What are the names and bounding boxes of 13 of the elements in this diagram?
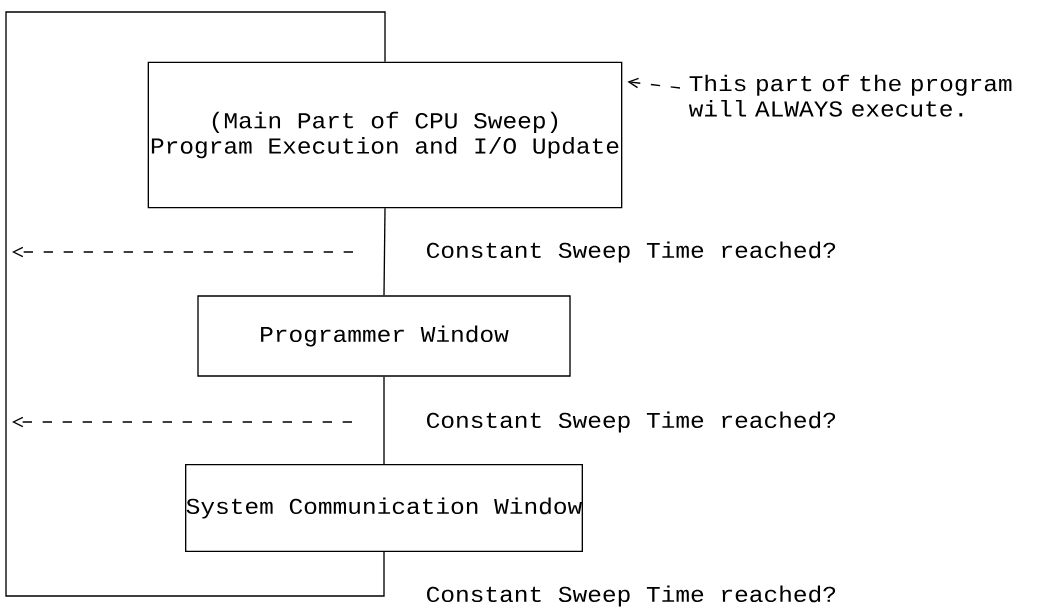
process-box: Programmer Window [197, 295, 571, 377]
dashed-arrow [12, 416, 353, 428]
question-text: Constant Sweep Time reached? [427, 241, 836, 263]
question-text: Constant Sweep Time reached? [427, 585, 836, 607]
dashed-arrow [12, 246, 354, 258]
process-box: (Main Part of CPU Sweep) Program Execution and I/O Update [147, 61, 623, 209]
connector-line [383, 207, 386, 296]
note-text: This part of the program will ALWAYS execute. [688, 74, 1012, 117]
question-text: Constant Sweep Time reached? [427, 411, 836, 433]
pointer-arrow [627, 77, 681, 89]
loop-line [5, 11, 386, 597]
process-box: System Communication Window [185, 464, 583, 552]
connector-line [383, 376, 385, 465]
